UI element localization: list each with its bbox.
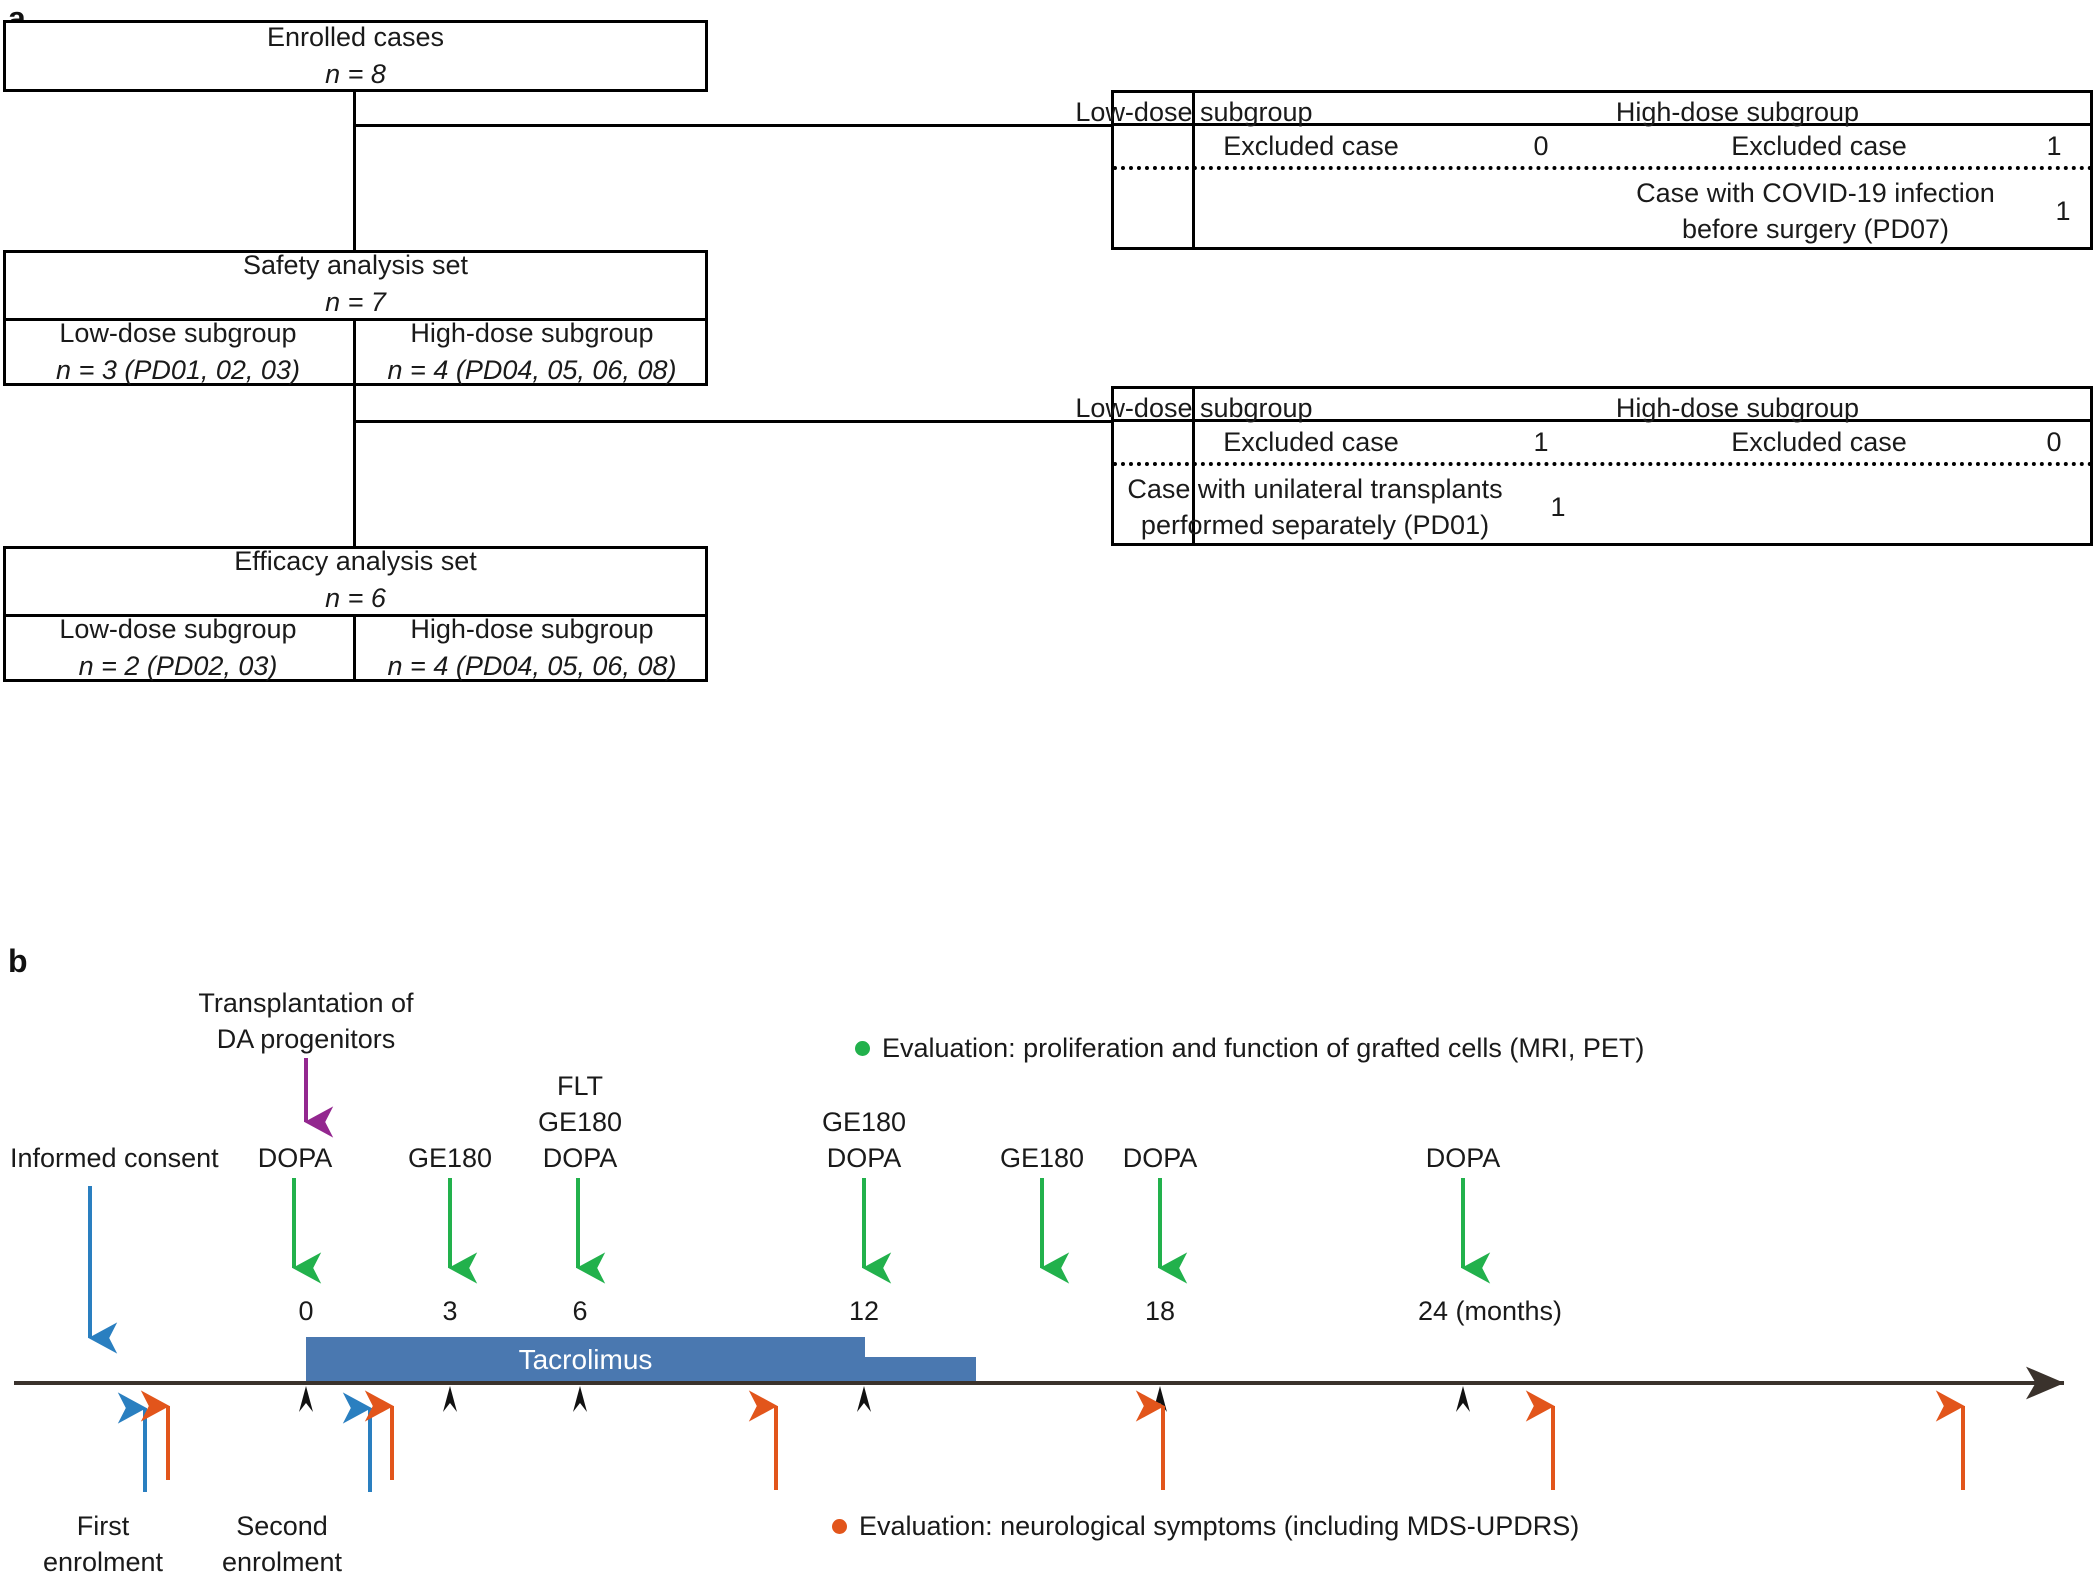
exclusion1-high-excluded-count: 1	[2046, 130, 2062, 161]
efficacy-high-cell: High-dose subgroup n = 4 (PD04, 05, 06, …	[356, 614, 708, 682]
scan-label-m3-ge180: GE180	[407, 1143, 493, 1173]
scan-label-m15-ge180: GE180	[999, 1143, 1085, 1173]
connector-enrolled-to-safety	[353, 92, 356, 250]
exclusion1-high-excluded-label: Excluded case	[1731, 130, 1907, 161]
exclusion-box-2	[1111, 386, 2093, 546]
exclusion1-high-excluded: Excluded case 1	[1616, 127, 2086, 165]
scan-label-m6-dopa: DOPA	[542, 1143, 618, 1173]
exclusion1-column-divider	[1192, 90, 1195, 250]
first-enrolment-label-line1: First	[76, 1511, 130, 1541]
efficacy-high-title: High-dose subgroup	[410, 613, 654, 644]
exclusion2-low-header-label: Low-dose subgroup	[1075, 393, 1313, 423]
safety-low-n: n = 3 (PD01, 02, 03)	[56, 355, 300, 385]
efficacy-column-divider	[353, 614, 356, 682]
exclusion1-low-excluded-count: 0	[1533, 130, 1549, 161]
connector-safety-to-exclusion2	[353, 420, 1113, 423]
exclusion2-low-reason: Case with unilateral transplants perform…	[1104, 471, 1590, 543]
enrolled-cases-box	[3, 20, 708, 92]
exclusion2-low-excluded: Excluded case 1	[1113, 423, 1573, 461]
scan-label-m24-dopa: DOPA	[1425, 1143, 1501, 1173]
tick-label-0: 0	[298, 1296, 314, 1326]
transplantation-label-line1: Transplantation of	[198, 988, 414, 1018]
second-enrolment-label-line1: Second	[236, 1511, 328, 1541]
safety-column-divider	[353, 318, 356, 386]
connector-safety-to-efficacy	[353, 386, 356, 546]
efficacy-analysis-title-cell: Efficacy analysis set n = 6	[3, 546, 708, 614]
exclusion1-low-excluded-label: Excluded case	[1223, 130, 1399, 161]
tacrolimus-bar-taper	[865, 1357, 976, 1383]
enrolled-cases-n: n = 8	[325, 59, 386, 89]
green-dot-icon	[855, 1041, 870, 1056]
exclusion2-dotted-divider	[1113, 462, 2093, 466]
exclusion-box-1	[1111, 90, 2093, 250]
exclusion2-high-excluded-count: 0	[2046, 426, 2062, 457]
enrolled-cases-title: Enrolled cases	[266, 21, 445, 52]
exclusion2-high-excluded-label: Excluded case	[1731, 426, 1907, 457]
safety-analysis-title-cell: Safety analysis set n = 7	[3, 250, 708, 318]
scan-label-m12-ge180: GE180	[821, 1107, 907, 1137]
exclusion1-high-reason-label: Case with COVID-19 infection before surg…	[1636, 177, 1995, 244]
panel-b-letter: b	[8, 943, 28, 979]
exclusion1-low-excluded: Excluded case 0	[1113, 127, 1573, 165]
tick-label-12: 12	[848, 1296, 880, 1326]
efficacy-low-n: n = 2 (PD02, 03)	[78, 651, 278, 681]
efficacy-low-title: Low-dose subgroup	[59, 613, 297, 644]
safety-high-n: n = 4 (PD04, 05, 06, 08)	[387, 355, 677, 385]
exclusion2-high-excluded: Excluded case 0	[1616, 423, 2086, 461]
exclusion1-header-rule	[1111, 123, 2093, 126]
safety-low-title: Low-dose subgroup	[59, 317, 297, 348]
exclusion1-high-header-label: High-dose subgroup	[1615, 97, 1860, 127]
tacrolimus-label: Tacrolimus	[518, 1344, 653, 1375]
first-enrolment-label-line2: enrolment	[42, 1547, 164, 1577]
exclusion2-low-excluded-count: 1	[1533, 426, 1549, 457]
tick-label-18: 18	[1144, 1296, 1176, 1326]
legend-green-label: Evaluation: proliferation and function o…	[882, 1033, 1645, 1063]
efficacy-analysis-title: Efficacy analysis set	[234, 545, 477, 576]
safety-high-title: High-dose subgroup	[410, 317, 654, 348]
safety-high-cell: High-dose subgroup n = 4 (PD04, 05, 06, …	[356, 318, 708, 386]
exclusion2-low-excluded-label: Excluded case	[1223, 426, 1399, 457]
scan-label-m18-dopa: DOPA	[1122, 1143, 1198, 1173]
exclusion1-low-header-label: Low-dose subgroup	[1075, 97, 1313, 127]
exclusion2-column-divider	[1192, 386, 1195, 546]
transplantation-label-line2: DA progenitors	[216, 1024, 396, 1054]
exclusion2-low-reason-count: 1	[1550, 491, 1566, 522]
connector-enrolled-to-exclusion1	[353, 124, 1113, 127]
legend-orange-label: Evaluation: neurological symptoms (inclu…	[859, 1511, 1580, 1541]
scan-label-m6-flt: FLT	[557, 1071, 603, 1101]
scan-label-m12-dopa: DOPA	[826, 1143, 902, 1173]
second-enrolment-label-line2: enrolment	[221, 1547, 343, 1577]
orange-dot-icon	[832, 1519, 847, 1534]
safety-analysis-title: Safety analysis set	[242, 249, 469, 280]
timeline-axis	[14, 1381, 2064, 1385]
exclusion1-high-reason: Case with COVID-19 infection before surg…	[1600, 175, 2095, 247]
exclusion2-low-reason-label: Case with unilateral transplants perform…	[1127, 473, 1503, 540]
exclusion2-header-rule	[1111, 419, 2093, 422]
tacrolimus-bar-high	[306, 1337, 865, 1383]
safety-analysis-n: n = 7	[325, 287, 386, 317]
legend-orange: Evaluation: neurological symptoms (inclu…	[832, 1511, 1579, 1542]
exclusion1-dotted-divider	[1113, 166, 2093, 170]
scan-label-m6-ge180: GE180	[537, 1107, 623, 1137]
legend-green: Evaluation: proliferation and function o…	[855, 1033, 1644, 1064]
tick-label-6: 6	[572, 1296, 588, 1326]
exclusion2-high-header-label: High-dose subgroup	[1615, 393, 1860, 423]
efficacy-analysis-n: n = 6	[325, 583, 386, 613]
enrolled-cases-cell: Enrolled cases n = 8	[3, 20, 708, 92]
informed-consent-label: Informed consent	[10, 1143, 219, 1173]
exclusion1-high-reason-count: 1	[2055, 195, 2071, 226]
tick-label-24: 24 (months)	[1417, 1296, 1563, 1326]
tick-label-3: 3	[442, 1296, 458, 1326]
efficacy-high-n: n = 4 (PD04, 05, 06, 08)	[387, 651, 677, 681]
safety-low-cell: Low-dose subgroup n = 3 (PD01, 02, 03)	[3, 318, 353, 386]
axis-tick-marks	[299, 1386, 1470, 1412]
efficacy-low-cell: Low-dose subgroup n = 2 (PD02, 03)	[3, 614, 353, 682]
scan-label-m0-dopa: DOPA	[257, 1143, 333, 1173]
